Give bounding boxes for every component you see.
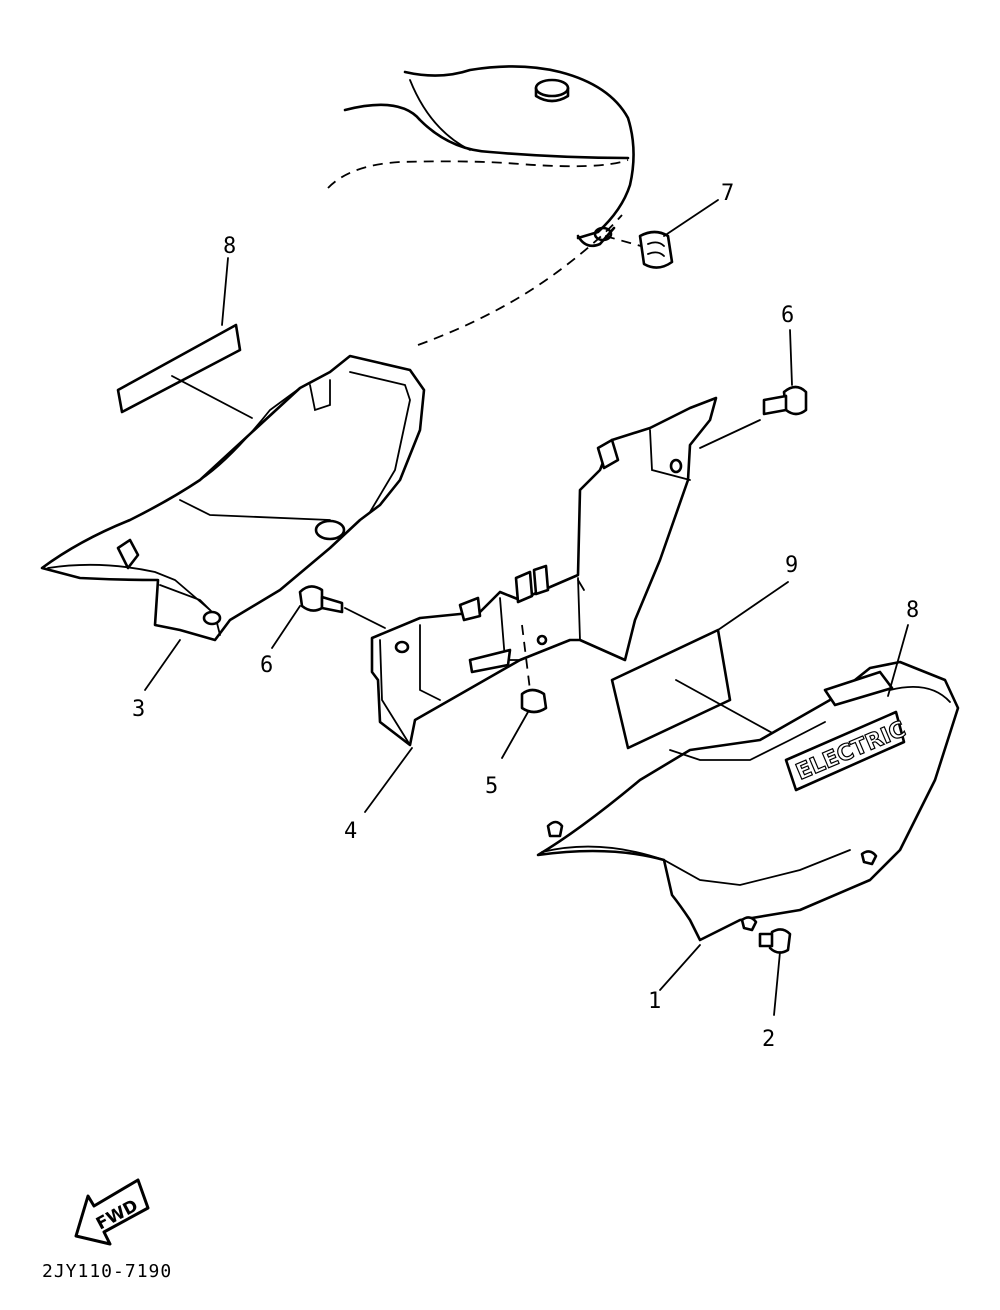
fuel-tank-outline (327, 65, 635, 346)
callout-1: 1 (648, 989, 661, 1014)
emblem-strip-part-8-left (116, 257, 253, 419)
callout-8-right: 8 (906, 598, 919, 623)
callout-7: 7 (721, 181, 734, 206)
callout-6-right: 6 (781, 303, 794, 328)
nut-part-5 (501, 688, 548, 759)
drawing-code: 2JY110-7190 (42, 1261, 172, 1282)
side-cover-left-part-3 (40, 354, 426, 691)
callout-6-left: 6 (260, 653, 273, 678)
screw-part-2 (758, 928, 792, 1016)
callout-5: 5 (485, 774, 498, 799)
forward-direction-arrow-icon: FWD (74, 1178, 150, 1246)
callout-9: 9 (785, 553, 798, 578)
callout-2: 2 (762, 1027, 775, 1052)
side-cover-right-part-1: ELECTRIC (536, 624, 960, 991)
callout-8-left: 8 (223, 234, 236, 259)
bolt-part-6-left (271, 585, 386, 649)
callout-4: 4 (344, 819, 357, 844)
callout-labels: 1 2 3 4 5 6 6 7 8 8 9 (132, 181, 919, 1052)
callout-3: 3 (132, 697, 145, 722)
bracket-part-4 (364, 396, 718, 813)
bolt-part-6-right (699, 329, 808, 449)
grommet-part-7 (604, 199, 719, 269)
decal-part-9 (610, 581, 789, 750)
